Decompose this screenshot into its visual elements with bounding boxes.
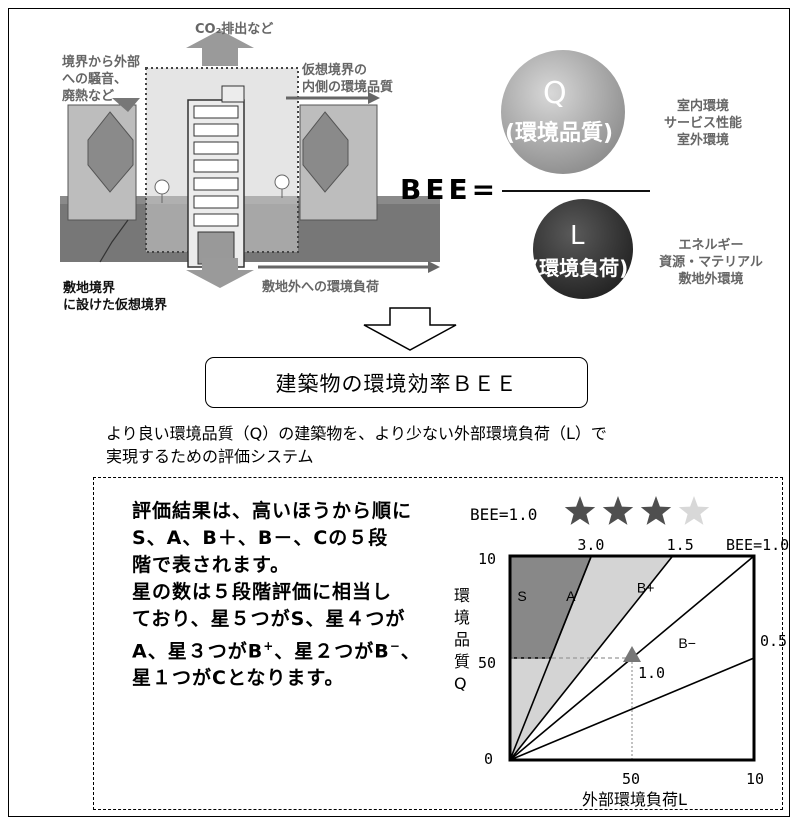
bee-line — [509, 555, 674, 761]
q-sphere — [501, 50, 625, 174]
bee-concept-illustration — [60, 30, 650, 351]
marker-label: 1.0 — [638, 664, 665, 682]
y-tick-label: 50 — [478, 654, 496, 672]
x-axis-label: 外部環境負荷L — [582, 790, 687, 809]
x-tick-label: 10 — [746, 770, 764, 788]
bee-line — [509, 555, 593, 761]
region-label-bplus: B+ — [637, 580, 655, 596]
description: より良い環境品質（Q）の建築物を、より少ない外部環境負荷（L）で 実現するための… — [106, 424, 607, 466]
rating-line: ており、星５つがS、星４つが — [132, 608, 406, 630]
bee-equation-label: BEE= — [400, 173, 500, 206]
y-tick-label: 0 — [484, 750, 493, 768]
y-axis-label-char: 品 — [454, 630, 470, 649]
x-tick-label: 50 — [622, 770, 640, 788]
bee-line — [509, 657, 755, 761]
rating-marker — [623, 646, 641, 662]
rating-box — [93, 477, 783, 810]
rating-line: 階で表されます。 — [132, 554, 291, 576]
bee-title: 建築物の環境効率ＢＥＥ — [275, 371, 518, 396]
l-sphere — [533, 199, 633, 299]
bee-header: BEE=1.0 — [470, 505, 537, 524]
q-items-list: 室内環境 サービス性能 室外環境 — [663, 99, 742, 148]
rating-line: 星１つがCとなります。 — [132, 667, 345, 690]
offsite-load-label: 敷地外への環境負荷 — [262, 280, 380, 295]
site-boundary-label: 敷地境界 に設けた仮想境界 — [63, 281, 168, 313]
bee-title-box: 建築物の環境効率ＢＥＥ — [205, 357, 588, 408]
region-label-bminus: B− — [678, 635, 696, 651]
region-label-s: S — [517, 588, 526, 604]
noise-label: 境界から外部 への騒音、 廃熱など — [62, 55, 141, 104]
q-letter: Q — [543, 76, 567, 111]
right-diamond-arrow — [302, 111, 349, 193]
plot-frame — [508, 554, 756, 762]
star-filled — [564, 496, 596, 525]
star-empty — [678, 496, 710, 525]
rating-line: 評価結果は、高いほうから順に — [132, 500, 413, 522]
star-filled — [640, 496, 672, 525]
bee-chart: 1.0 S A B+ B− 3.0 1.5 BEE=1.0 0.5 BEE=1.0 10 50 0 50 1… — [454, 496, 789, 809]
star-filled — [602, 496, 634, 525]
bee-line-label: 0.5 — [760, 632, 787, 650]
l-items-list: エネルギー 資源・マテリアル 敷地外環境 — [659, 238, 763, 287]
bee-line-label: 1.5 — [667, 536, 694, 554]
l-name: (環境負荷) — [530, 256, 629, 280]
region-label-a: A — [566, 588, 576, 604]
rating-line: 星の数は５段階評価に相当し — [132, 581, 393, 603]
bee-line-label: 3.0 — [577, 536, 604, 554]
l-letter: L — [570, 221, 585, 251]
y-axis-label-char: 境 — [454, 608, 470, 627]
y-axis-label-char: 環 — [454, 586, 470, 605]
co2-up-arrow — [186, 30, 254, 66]
y-axis-label-char: 質 — [454, 652, 470, 671]
rating-line: A、星３つがB+、星２つがB−、 — [132, 639, 421, 663]
outer-frame — [8, 8, 790, 817]
q-name: (環境品質) — [505, 121, 614, 146]
rating-explanation: 評価結果は、高いほうから順に S、A、B＋、B－、Cの５段 階で表されます。 星… — [132, 498, 450, 692]
y-tick-label: 10 — [478, 550, 496, 568]
inner-quality-label: 仮想境界の 内側の環境品質 — [302, 63, 394, 95]
bee-line-label: BEE=1.0 — [726, 536, 789, 554]
co2-label: CO₂排出など — [195, 22, 274, 37]
rating-line: S、A、B＋、B－、Cの５段 — [132, 527, 389, 549]
offsite-down-arrow — [186, 258, 254, 288]
hollow-down-arrow — [363, 307, 457, 351]
left-diamond-arrow — [87, 111, 134, 193]
y-axis-label-char: Q — [454, 674, 467, 693]
